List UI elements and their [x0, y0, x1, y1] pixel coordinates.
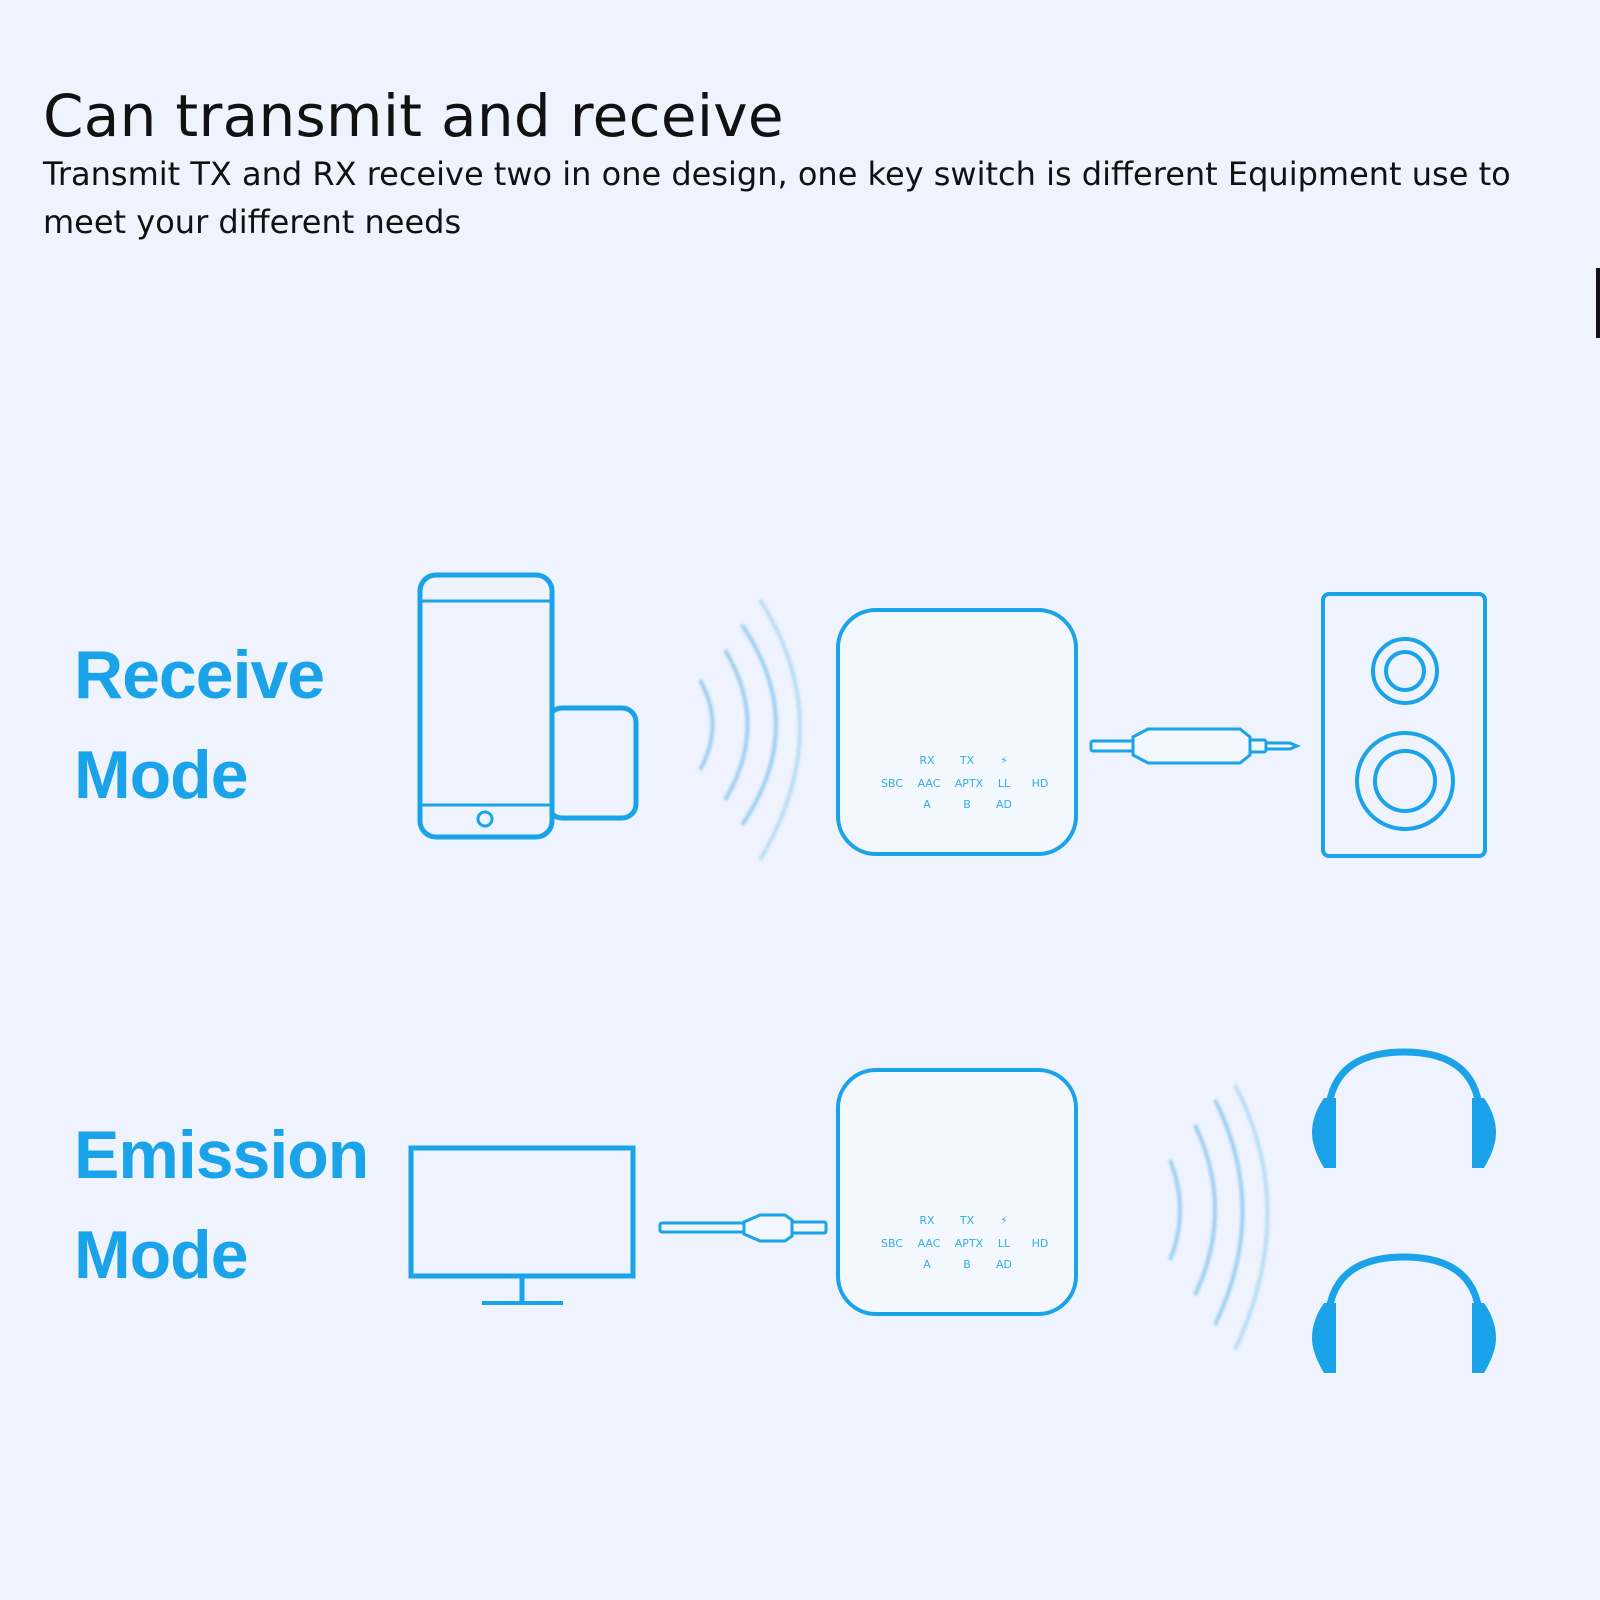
page-subtitle: Transmit TX and RX receive two in one de…: [43, 155, 1511, 241]
edge-mark: [1596, 268, 1600, 338]
panel-b: B: [963, 798, 971, 811]
receive-mode-line2: Mode: [74, 737, 249, 813]
panel-aptx: APTX: [955, 777, 984, 790]
audio-cable-icon-emission: [658, 1213, 828, 1243]
panel-tx: TX: [959, 1214, 975, 1227]
panel-rx: RX: [919, 754, 935, 767]
panel-aac: AAC: [918, 777, 941, 790]
adapter-panel-labels-emission: RX TX ⚡ SBC AAC APTX LL HD A B AD: [881, 1214, 1048, 1271]
adapter-box-icon: RX TX ⚡ SBC AAC APTX LL HD A B AD: [836, 608, 1078, 856]
panel-a: A: [923, 1258, 931, 1271]
page-title: Can transmit and receive: [43, 82, 784, 150]
panel-hd: HD: [1032, 1237, 1049, 1250]
panel-a: A: [923, 798, 931, 811]
panel-b: B: [963, 1258, 971, 1271]
receive-mode-line1: Receive: [74, 637, 325, 713]
adapter-panel-labels: RX TX ⚡ SBC AAC APTX LL HD A B AD: [881, 754, 1048, 811]
panel-ad: AD: [996, 798, 1012, 811]
headphones-icon: [1312, 1048, 1496, 1168]
adapter-box-icon-emission: RX TX ⚡ SBC AAC APTX LL HD A B AD: [836, 1068, 1078, 1316]
monitor-icon: [408, 1145, 636, 1305]
emission-mode-line2: Mode: [74, 1217, 249, 1293]
audio-cable-icon: [1089, 727, 1301, 765]
speaker-icon: [1321, 592, 1487, 858]
panel-aptx: APTX: [955, 1237, 984, 1250]
emission-mode-line1: Emission: [74, 1117, 369, 1193]
panel-hd: HD: [1032, 777, 1049, 790]
panel-aac: AAC: [918, 1237, 941, 1250]
panel-ll: LL: [998, 777, 1011, 790]
wifi-waves-icon: [698, 598, 802, 862]
panel-power: ⚡: [1000, 754, 1008, 767]
panel-tx: TX: [959, 754, 975, 767]
emission-mode-label: Emission Mode: [74, 1105, 369, 1305]
phone-icon: [417, 572, 639, 840]
panel-sbc: SBC: [881, 1237, 903, 1250]
panel-sbc: SBC: [881, 777, 903, 790]
receive-mode-label: Receive Mode: [74, 625, 325, 825]
panel-power: ⚡: [1000, 1214, 1008, 1227]
panel-ad: AD: [996, 1258, 1012, 1271]
wifi-waves-icon-emission: [1168, 1084, 1270, 1351]
panel-rx: RX: [919, 1214, 935, 1227]
headphones-icon: [1312, 1253, 1496, 1373]
panel-ll: LL: [998, 1237, 1011, 1250]
